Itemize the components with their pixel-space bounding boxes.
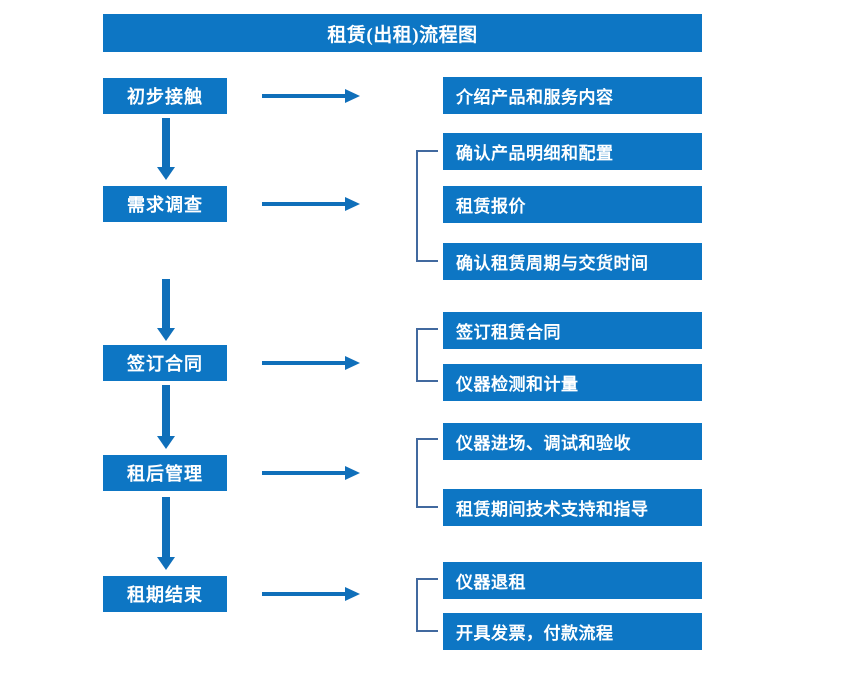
stage-box-5[interactable]: 租期结束 [103, 576, 227, 612]
horizontal-arrow-2 [262, 197, 360, 211]
detail-box-5[interactable]: 签订租赁合同 [443, 312, 702, 349]
detail-box-2[interactable]: 确认产品明细和配置 [443, 133, 702, 170]
detail-box-6[interactable]: 仪器检测和计量 [443, 364, 702, 401]
horizontal-arrow-5 [262, 587, 360, 601]
page-title: 租赁(出租)流程图 [103, 14, 702, 52]
horizontal-arrow-1 [262, 89, 360, 103]
bracket-group-2 [416, 328, 438, 382]
vertical-arrow-2 [157, 279, 175, 341]
detail-box-10[interactable]: 开具发票，付款流程 [443, 613, 702, 650]
vertical-arrow-1 [157, 118, 175, 180]
detail-box-7[interactable]: 仪器进场、调试和验收 [443, 423, 702, 460]
detail-box-1[interactable]: 介绍产品和服务内容 [443, 77, 702, 114]
bracket-group-4 [416, 578, 438, 632]
horizontal-arrow-4 [262, 466, 360, 480]
detail-box-4[interactable]: 确认租赁周期与交货时间 [443, 243, 702, 280]
detail-box-8[interactable]: 租赁期间技术支持和指导 [443, 489, 702, 526]
detail-box-3[interactable]: 租赁报价 [443, 186, 702, 223]
stage-box-4[interactable]: 租后管理 [103, 455, 227, 491]
detail-box-9[interactable]: 仪器退租 [443, 562, 702, 599]
horizontal-arrow-3 [262, 356, 360, 370]
vertical-arrow-3 [157, 385, 175, 449]
bracket-group-3 [416, 438, 438, 508]
bracket-group-1 [416, 150, 438, 262]
stage-box-2[interactable]: 需求调查 [103, 186, 227, 222]
stage-box-1[interactable]: 初步接触 [103, 78, 227, 114]
vertical-arrow-4 [157, 497, 175, 570]
stage-box-3[interactable]: 签订合同 [103, 345, 227, 381]
